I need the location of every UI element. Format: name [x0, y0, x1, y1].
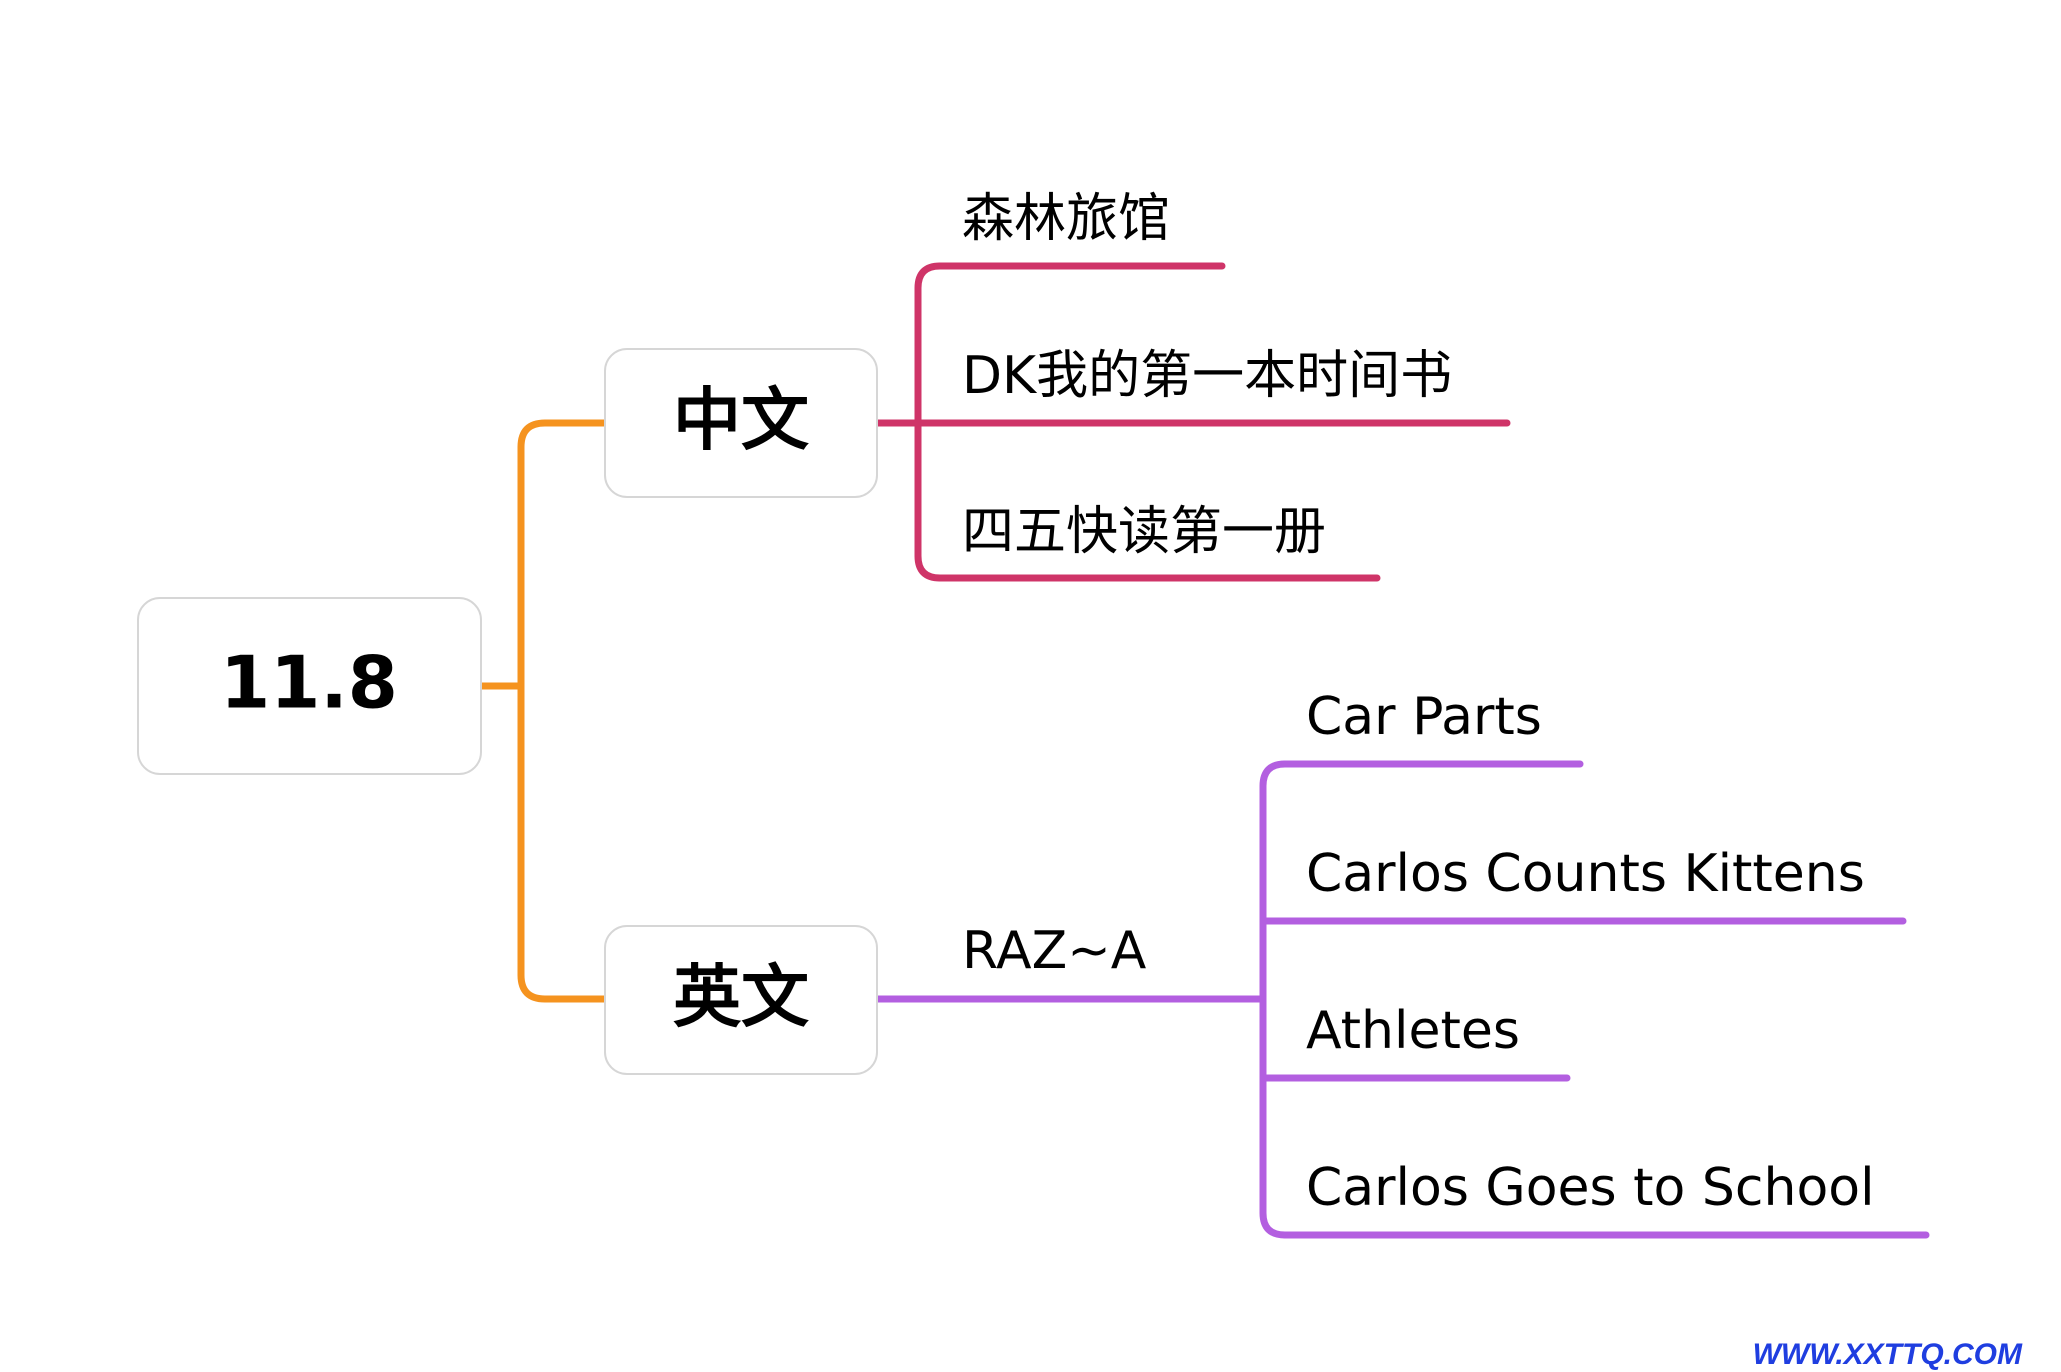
root-node: 11.8: [137, 597, 482, 775]
root-label: 11.8: [220, 641, 398, 725]
watermark-text: WWW.XXTTQ.COM: [1753, 1338, 2023, 1371]
branch-node-english: 英文: [604, 925, 878, 1075]
english-leaf-4: Carlos Goes to School: [1306, 1158, 1875, 1218]
branch-node-chinese: 中文: [604, 348, 878, 498]
chinese-leaf-1: 森林旅馆: [962, 189, 1170, 249]
english-leaf-3: Athletes: [1306, 1001, 1520, 1061]
english-leaf-2: Carlos Counts Kittens: [1306, 844, 1865, 904]
branch-label-chinese: 中文: [673, 382, 809, 461]
root-connector: [477, 419, 609, 1003]
english-leaf-1: Car Parts: [1306, 687, 1542, 747]
chinese-leaf-2: DK我的第一本时间书: [962, 346, 1452, 406]
english-sub-label: RAZ~A: [962, 921, 1147, 981]
english-bracket: [1259, 760, 1289, 1239]
chinese-branch-lines: [873, 262, 1511, 582]
chinese-leaf-3: 四五快读第一册: [962, 502, 1326, 562]
english-branch-lines: [873, 760, 1930, 1239]
branch-label-english: 英文: [673, 959, 809, 1038]
